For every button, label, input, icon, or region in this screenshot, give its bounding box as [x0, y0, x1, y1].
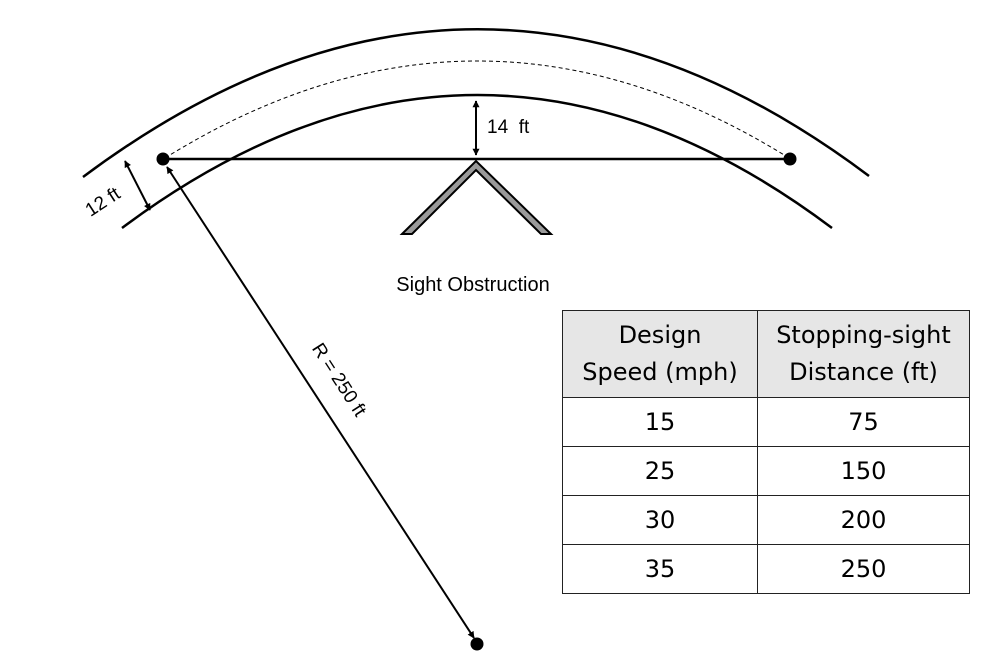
- distance-cell: 150: [757, 446, 970, 496]
- object-point: [783, 152, 797, 166]
- header-distance-line2: Distance (ft): [789, 358, 938, 386]
- inner-road-edge: [121, 93, 833, 230]
- distance-cell: 75: [757, 397, 970, 447]
- header-design-speed-line2: Speed (mph): [582, 358, 738, 386]
- outer-road-edge: [82, 28, 870, 179]
- driver-point: [156, 152, 170, 166]
- header-design-speed-line1: Design: [618, 321, 702, 349]
- distance-cell: 200: [757, 495, 970, 545]
- table-row: 35 250: [562, 544, 970, 594]
- table-row: 25 150: [562, 446, 970, 496]
- lane-width-label: 12 ft: [82, 183, 125, 221]
- speed-cell: 25: [562, 446, 758, 496]
- table-row: 15 75: [562, 397, 970, 447]
- curve-center-point: [470, 637, 484, 651]
- offset-label: 14 ft: [487, 117, 530, 138]
- speed-cell: 35: [562, 544, 758, 594]
- sight-obstruction: [399, 159, 554, 235]
- table-header-row: Design Speed (mph) Stopping-sight Distan…: [562, 310, 970, 398]
- radius-label: R = 250 ft: [307, 340, 370, 422]
- radius-arrow: [166, 166, 475, 639]
- table-row: 30 200: [562, 495, 970, 545]
- header-distance-line1: Stopping-sight: [776, 321, 951, 349]
- obstruction-label: Sight Obstruction: [396, 274, 549, 296]
- speed-cell: 30: [562, 495, 758, 545]
- lane-centerline: [164, 60, 790, 159]
- speed-cell: 15: [562, 397, 758, 447]
- header-stopping-sight-distance: Stopping-sight Distance (ft): [757, 310, 970, 398]
- lane-width-dimension-arrow: [124, 160, 151, 211]
- stopping-sight-distance-table: Design Speed (mph) Stopping-sight Distan…: [562, 310, 970, 594]
- distance-cell: 250: [757, 544, 970, 594]
- header-design-speed: Design Speed (mph): [562, 310, 758, 398]
